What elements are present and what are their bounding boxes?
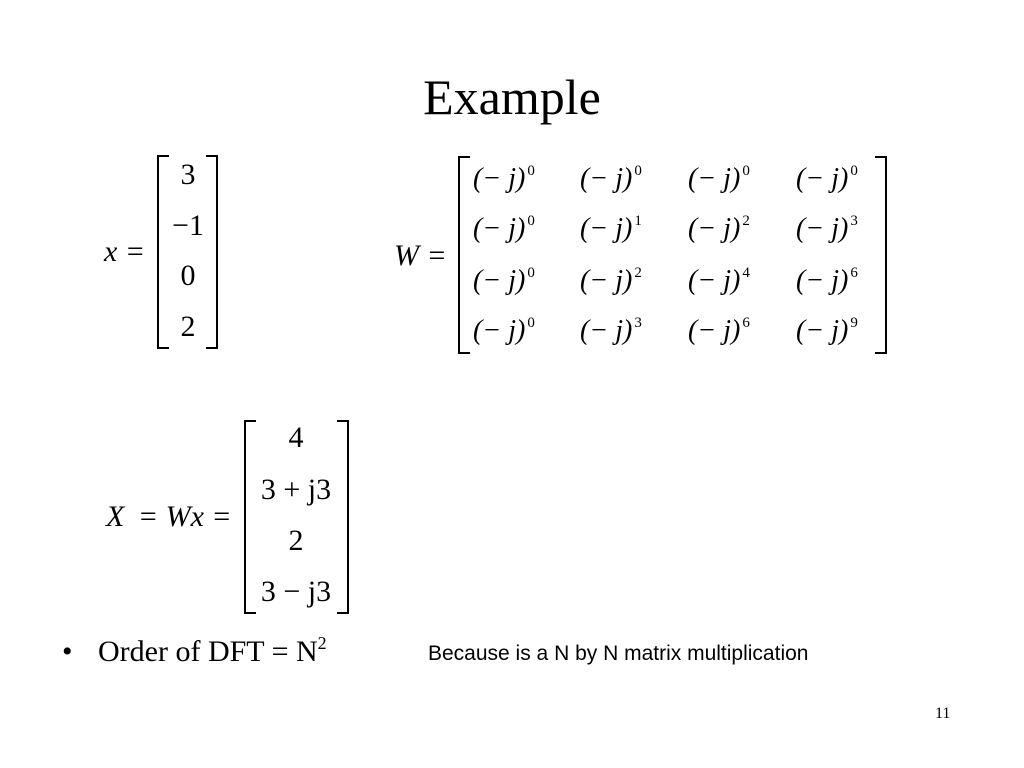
result-vector-entry: 3 − j3	[260, 575, 332, 608]
w-matrix-right-bracket	[875, 156, 887, 354]
w-matrix-entry-base: (− j)	[473, 315, 526, 346]
bullet-item: • Order of DFT = N2	[62, 632, 327, 675]
w-equation-lhs: W =	[394, 239, 447, 272]
w-matrix-entry-exponent: 9	[850, 315, 858, 331]
w-matrix-entry: (− j)3	[580, 311, 642, 355]
w-matrix-entry-base: (− j)	[688, 265, 741, 296]
result-equation-lhs: X = Wx =	[106, 497, 232, 537]
w-matrix-entry-base: (− j)	[796, 213, 849, 244]
w-matrix-entry-exponent: 3	[634, 315, 642, 331]
w-matrix-entry-exponent: 4	[742, 265, 750, 281]
w-matrix-entry: (− j)0	[473, 159, 535, 203]
bullet-superscript: 2	[317, 633, 327, 653]
w-matrix-entry-exponent: 0	[527, 265, 535, 281]
x-vector-entry: 0	[180, 259, 196, 292]
x-vector-left-bracket	[157, 155, 169, 349]
w-matrix-entry-base: (− j)	[688, 315, 741, 346]
w-matrix-entry-base: (− j)	[796, 315, 849, 346]
bullet-text: Order of DFT = N	[98, 635, 318, 668]
w-matrix-entry: (− j)0	[473, 261, 535, 305]
result-lhs-rest: = Wx =	[137, 500, 232, 533]
w-matrix-entry-exponent: 0	[850, 163, 858, 179]
result-vector-entry: 3 + j3	[260, 473, 332, 506]
w-matrix-entry: (− j)2	[580, 261, 642, 305]
w-matrix-entry-exponent: 0	[742, 163, 750, 179]
w-matrix-entry-base: (− j)	[796, 163, 849, 194]
w-matrix-entry: (− j)0	[473, 311, 535, 355]
w-matrix-entry: (− j)9	[796, 311, 858, 355]
w-matrix-entry-exponent: 0	[527, 213, 535, 229]
w-matrix-entry: (− j)6	[796, 261, 858, 305]
w-matrix-entry: (− j)6	[688, 311, 750, 355]
w-matrix-entry: (− j)1	[580, 209, 642, 253]
result-vector-left-bracket	[244, 420, 256, 614]
bullet-note: Because is a N by N matrix multiplicatio…	[428, 642, 809, 665]
w-matrix-entry-base: (− j)	[580, 265, 633, 296]
w-matrix-entry-exponent: 3	[850, 213, 858, 229]
w-matrix-entry-base: (− j)	[796, 265, 849, 296]
w-matrix-entry-exponent: 1	[634, 213, 642, 229]
w-matrix-entry-base: (− j)	[580, 213, 633, 244]
result-vector-right-bracket	[337, 420, 349, 614]
w-matrix-entry-exponent: 0	[634, 163, 642, 179]
x-vector-entry: 2	[180, 310, 196, 343]
w-matrix-entry-base: (− j)	[688, 213, 741, 244]
result-vector-entry: 4	[288, 421, 304, 454]
w-matrix-left-bracket	[458, 156, 470, 354]
w-matrix-entry-exponent: 0	[527, 315, 535, 331]
w-matrix-entry-exponent: 0	[527, 163, 535, 179]
w-matrix-entry-base: (− j)	[473, 213, 526, 244]
w-matrix-entry-base: (− j)	[473, 265, 526, 296]
w-matrix-entry-exponent: 6	[850, 265, 858, 281]
w-matrix-entry-exponent: 2	[634, 265, 642, 281]
w-matrix-entry: (− j)0	[580, 159, 642, 203]
x-vector-right-bracket	[206, 155, 218, 349]
w-matrix-entry-base: (− j)	[473, 163, 526, 194]
x-vector-entry: −1	[172, 209, 204, 242]
x-vector-entry: 3	[180, 158, 196, 191]
x-equation-lhs: x =	[104, 235, 146, 268]
result-vector-entry: 2	[288, 524, 304, 557]
w-matrix-entry: (− j)0	[688, 159, 750, 203]
page-number: 11	[935, 705, 951, 722]
w-matrix-entry: (− j)0	[473, 209, 535, 253]
slide-title: Example	[423, 69, 601, 125]
w-matrix-entry: (− j)2	[688, 209, 750, 253]
result-X-symbol: X	[106, 500, 125, 533]
w-matrix-entry-exponent: 6	[742, 315, 750, 331]
bullet-dot: •	[62, 635, 73, 668]
w-matrix-entry: (− j)0	[796, 159, 858, 203]
w-matrix-entry: (− j)4	[688, 261, 750, 305]
w-matrix-entry-base: (− j)	[580, 315, 633, 346]
w-matrix-entry: (− j)3	[796, 209, 858, 253]
w-matrix-entry-base: (− j)	[580, 163, 633, 194]
w-matrix-entry-base: (− j)	[688, 163, 741, 194]
w-matrix-entry-exponent: 2	[742, 213, 750, 229]
